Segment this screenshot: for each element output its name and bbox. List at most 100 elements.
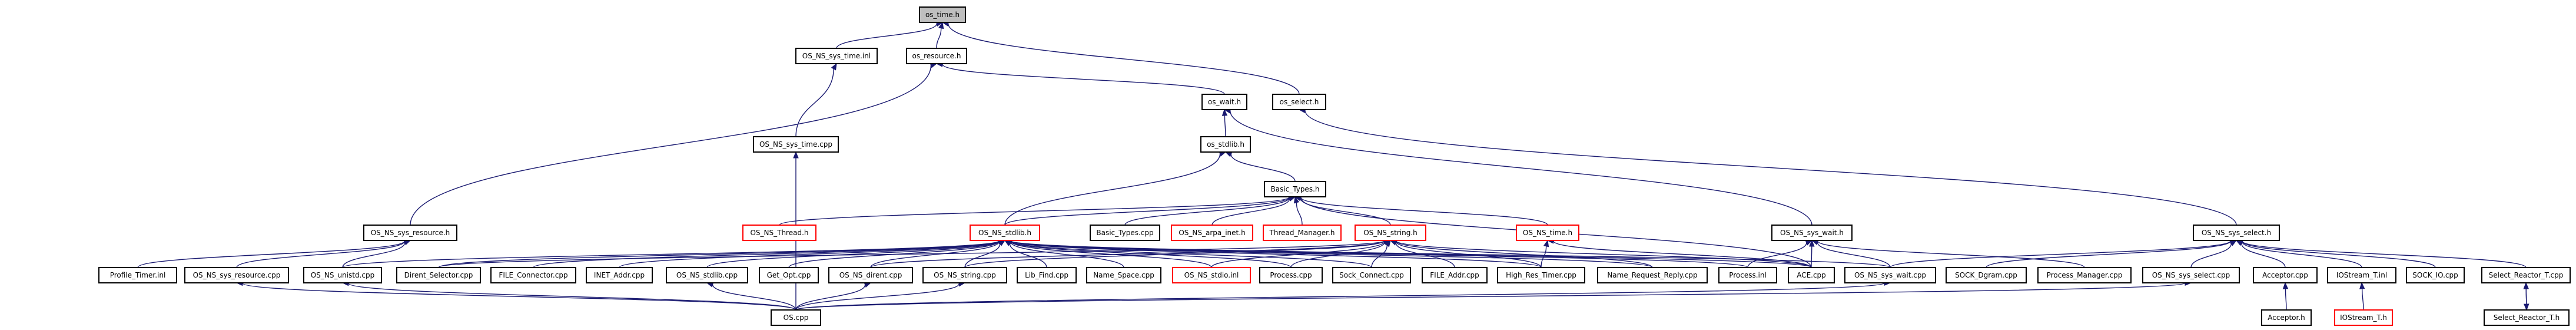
node-os-ns-string-cpp[interactable]: OS_NS_string.cpp <box>922 267 1007 283</box>
edge-process-cpp-to-os-ns-string-h <box>1290 242 1386 268</box>
node-os-ns-string-h[interactable]: OS_NS_string.h <box>1355 225 1426 241</box>
node-os-ns-time-h[interactable]: OS_NS_time.h <box>1516 225 1579 241</box>
node-label: OS_NS_stdlib.cpp <box>676 271 738 279</box>
node-process-manager-cpp[interactable]: Process_Manager.cpp <box>2037 267 2132 283</box>
node-os-wait-h[interactable]: os_wait.h <box>1201 94 1247 110</box>
node-os-ns-stdlib-cpp[interactable]: OS_NS_stdlib.cpp <box>666 267 748 283</box>
edge-ace-cpp-to-os-ns-time-h <box>1553 240 1812 268</box>
edge-os-cpp-to-os-ns-sys-resource-cpp <box>242 282 796 311</box>
node-label: ACE.cpp <box>1797 271 1826 279</box>
edge-basic-types-cpp-to-basic-types-h <box>1124 197 1290 226</box>
edge-dirent-selector-cpp-to-os-ns-string-h <box>438 240 1385 268</box>
edge-os-ns-sys-wait-cpp-to-os-ns-sys-select-h <box>1890 240 2231 268</box>
node-box <box>1172 267 1251 283</box>
edge-high-res-timer-cpp-to-os-ns-time-h <box>1541 246 1547 268</box>
node-label: OS_NS_sys_resource.h <box>371 229 450 237</box>
node-os-ns-thread-h[interactable]: OS_NS_Thread.h <box>742 225 816 241</box>
node-os-ns-sys-resource-h[interactable]: OS_NS_sys_resource.h <box>363 225 457 241</box>
node-label: Lib_Find.cpp <box>1025 271 1068 279</box>
node-box <box>2334 309 2393 326</box>
node-select-reactor-t-cpp[interactable]: Select_Reactor_T.cpp <box>2481 267 2571 283</box>
edge-arrowhead <box>998 240 1006 246</box>
edge-os-ns-dirent-cpp-to-os-ns-stdlib-h <box>870 241 1000 268</box>
node-label: os_resource.h <box>912 52 961 60</box>
node-os-ns-sys-resource-cpp[interactable]: OS_NS_sys_resource.cpp <box>184 267 289 283</box>
edge-os-ns-stdio-inl-to-os-ns-string-h <box>1211 241 1385 268</box>
node-sock-io-cpp[interactable]: SOCK_IO.cpp <box>2406 267 2465 283</box>
node-os-ns-sys-select-cpp[interactable]: OS_NS_sys_select.cpp <box>2142 267 2240 283</box>
edge-ace-cpp-to-os-ns-sys-wait-h <box>1811 246 1813 268</box>
node-box <box>771 309 821 326</box>
edge-high-res-timer-cpp-to-os-ns-string-h <box>1396 241 1542 268</box>
node-box <box>1086 267 1161 283</box>
node-os-ns-sys-wait-h[interactable]: OS_NS_sys_wait.h <box>1771 225 1853 241</box>
node-os-ns-unistd-cpp[interactable]: OS_NS_unistd.cpp <box>303 267 382 283</box>
node-os-resource-h[interactable]: os_resource.h <box>906 48 967 64</box>
node-os-cpp[interactable]: OS.cpp <box>771 309 821 326</box>
node-box <box>2193 225 2280 241</box>
node-label: FILE_Addr.cpp <box>1430 271 1479 279</box>
node-select-reactor-t-h[interactable]: Select_Reactor_T.h <box>2484 309 2570 326</box>
node-label: Acceptor.h <box>2268 314 2305 322</box>
node-basic-types-h[interactable]: Basic_Types.h <box>1264 181 1326 197</box>
node-os-ns-stdlib-h[interactable]: OS_NS_stdlib.h <box>970 225 1040 241</box>
edge-os-ns-thread-h-to-basic-types-h <box>779 196 1290 226</box>
node-dirent-selector-cpp[interactable]: Dirent_Selector.cpp <box>396 267 481 283</box>
node-box <box>184 267 289 283</box>
node-label: OS_NS_string.cpp <box>934 271 996 279</box>
node-box <box>2481 267 2571 283</box>
node-high-res-timer-cpp[interactable]: High_Res_Timer.cpp <box>1497 267 1585 283</box>
node-box <box>919 6 966 23</box>
edge-name-request-reply-cpp-to-os-ns-stdlib-h <box>1010 240 1653 268</box>
edge-iostream-t-h-to-iostream-t-inl <box>2361 288 2364 311</box>
node-name-request-reply-cpp[interactable]: Name_Request_Reply.cpp <box>1597 267 1708 283</box>
node-box <box>1332 267 1411 283</box>
edge-process-manager-cpp-to-os-ns-sys-wait-h <box>1817 240 2085 268</box>
node-sock-dgram-cpp[interactable]: SOCK_Dgram.cpp <box>1946 267 2027 283</box>
node-box <box>1497 267 1585 283</box>
node-file-connector-cpp[interactable]: FILE_Connector.cpp <box>490 267 576 283</box>
node-sock-connect-cpp[interactable]: Sock_Connect.cpp <box>1332 267 1411 283</box>
node-os-ns-dirent-cpp[interactable]: OS_NS_dirent.cpp <box>828 267 913 283</box>
node-acceptor-cpp[interactable]: Acceptor.cpp <box>2253 267 2318 283</box>
node-ace-cpp[interactable]: ACE.cpp <box>1788 267 1835 283</box>
node-profile-timer-inl[interactable]: Profile_Timer.inl <box>98 267 177 283</box>
edge-arrowhead <box>2282 282 2289 289</box>
edge-process-cpp-to-os-ns-stdlib-h <box>1010 240 1292 268</box>
node-iostream-t-h[interactable]: IOStream_T.h <box>2334 309 2393 326</box>
node-os-ns-sys-time-inl[interactable]: OS_NS_sys_time.inl <box>795 48 878 64</box>
node-os-select-h[interactable]: os_select.h <box>1272 94 1326 110</box>
node-os-stdlib-h[interactable]: os_stdlib.h <box>1200 136 1251 153</box>
edge-os-cpp-to-os-ns-unistd-cpp <box>348 282 796 311</box>
edge-lib-find-cpp-to-os-ns-stdlib-h <box>1009 243 1047 268</box>
node-file-addr-cpp[interactable]: FILE_Addr.cpp <box>1422 267 1488 283</box>
node-iostream-t-inl[interactable]: IOStream_T.inl <box>2327 267 2396 283</box>
node-process-inl[interactable]: Process.inl <box>1718 267 1777 283</box>
node-os-ns-arpa-inet-h[interactable]: OS_NS_arpa_inet.h <box>1171 225 1253 241</box>
node-get-opt-cpp[interactable]: Get_Opt.cpp <box>759 267 819 283</box>
edge-os-ns-stdlib-cpp-to-os-ns-stdlib-h <box>706 240 1000 268</box>
node-label: Select_Reactor_T.cpp <box>2489 271 2564 279</box>
node-box <box>2484 309 2570 326</box>
node-inet-addr-cpp[interactable]: INET_Addr.cpp <box>586 267 653 283</box>
node-lib-find-cpp[interactable]: Lib_Find.cpp <box>1017 267 1077 283</box>
node-label: Process_Manager.cpp <box>2047 271 2123 279</box>
node-acceptor-h[interactable]: Acceptor.h <box>2261 309 2312 326</box>
node-os-ns-sys-wait-cpp[interactable]: OS_NS_sys_wait.cpp <box>1844 267 1936 283</box>
node-os-ns-stdio-inl[interactable]: OS_NS_stdio.inl <box>1172 267 1251 283</box>
node-box <box>1788 267 1835 283</box>
node-box <box>666 267 748 283</box>
node-name-space-cpp[interactable]: Name_Space.cpp <box>1086 267 1161 283</box>
node-label: os_wait.h <box>1208 98 1241 106</box>
node-os-ns-sys-select-h[interactable]: OS_NS_sys_select.h <box>2193 225 2280 241</box>
node-label: os_select.h <box>1280 98 1319 106</box>
node-os-ns-sys-time-cpp[interactable]: OS_NS_sys_time.cpp <box>753 136 839 153</box>
node-box <box>1171 225 1253 241</box>
node-label: Basic_Types.cpp <box>1096 229 1153 237</box>
edge-os-ns-sys-resource-cpp-to-os-ns-sys-resource-h <box>236 241 405 268</box>
node-basic-types-cpp[interactable]: Basic_Types.cpp <box>1090 225 1160 241</box>
edge-os-ns-sys-time-cpp-to-os-ns-sys-time-inl <box>795 68 834 137</box>
node-process-cpp[interactable]: Process.cpp <box>1259 267 1323 283</box>
node-thread-manager-h[interactable]: Thread_Manager.h <box>1263 225 1342 241</box>
